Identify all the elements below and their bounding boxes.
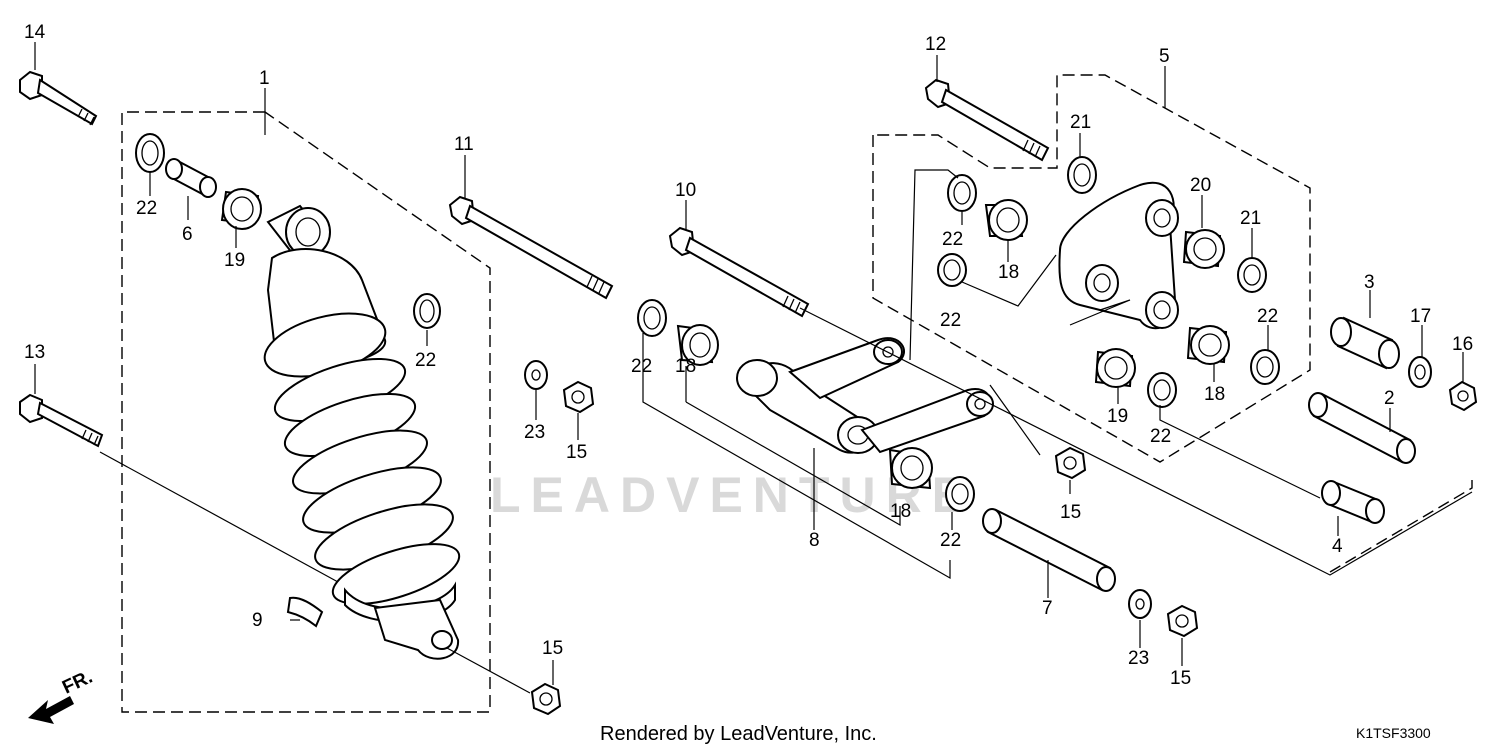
callout-19: 19 — [1107, 406, 1128, 427]
bearing-18-lower — [888, 447, 933, 490]
seal-22-left-mid — [637, 299, 667, 337]
washer-23-mid — [524, 360, 548, 390]
bolt-13 — [19, 393, 104, 448]
callout-18: 18 — [890, 501, 911, 522]
collar-4 — [1321, 480, 1385, 524]
nut-15-right — [1166, 604, 1199, 638]
callout-16: 16 — [1452, 334, 1473, 355]
collar-6 — [165, 158, 217, 198]
callout-18: 18 — [998, 262, 1019, 283]
callout-15: 15 — [1170, 668, 1191, 689]
callout-22: 22 — [940, 310, 961, 331]
bearing-18-left-mid — [676, 324, 719, 366]
callout-18: 18 — [1204, 384, 1225, 405]
callout-21: 21 — [1240, 208, 1261, 229]
link-8 — [736, 337, 994, 454]
nut-15-mid — [562, 380, 595, 414]
callout-10: 10 — [675, 180, 696, 201]
nut-16 — [1448, 380, 1478, 412]
nut-15-bottom — [530, 682, 562, 716]
callout-23: 23 — [524, 422, 545, 443]
rocker-arm-5 — [1058, 181, 1179, 330]
callout-8: 8 — [809, 530, 820, 551]
washer-17 — [1408, 356, 1432, 388]
callout-23: 23 — [1128, 648, 1149, 669]
seal-22-lower — [945, 476, 975, 512]
callout-22: 22 — [942, 229, 963, 250]
bearing-20 — [1182, 229, 1225, 269]
label-9 — [286, 596, 324, 628]
nut-15-link — [1054, 446, 1087, 480]
callout-6: 6 — [182, 224, 193, 245]
callout-2: 2 — [1384, 388, 1395, 409]
washer-23-right — [1128, 589, 1152, 619]
callout-labels: 14 1 22 6 19 13 22 9 15 11 23 15 10 22 1… — [24, 22, 1473, 689]
pipe-2 — [1308, 392, 1416, 464]
callout-12: 12 — [925, 34, 946, 55]
collar-3 — [1330, 316, 1400, 370]
bearing-19-shock — [220, 188, 262, 230]
seal-22-shock-top — [135, 133, 165, 173]
bolt-11 — [448, 195, 614, 300]
seal-22-arm-a — [947, 174, 977, 212]
bolt-14 — [19, 70, 98, 126]
callout-22: 22 — [1257, 306, 1278, 327]
shock-absorber-1 — [263, 204, 461, 660]
callout-22: 22 — [631, 356, 652, 377]
group-box-shock — [121, 111, 491, 713]
callout-19: 19 — [224, 250, 245, 271]
callout-14: 14 — [24, 22, 46, 43]
callout-22: 22 — [415, 350, 436, 371]
group-box-arm — [872, 74, 1311, 463]
callout-1: 1 — [259, 68, 270, 89]
watermark: LEADVENTURE — [490, 467, 975, 523]
group-box-rods — [1329, 480, 1473, 573]
callout-20: 20 — [1190, 175, 1211, 196]
callout-5: 5 — [1159, 46, 1170, 67]
pipe-7 — [982, 508, 1116, 592]
seal-21-arm-right — [1237, 257, 1267, 293]
callout-4: 4 — [1332, 536, 1343, 557]
callout-3: 3 — [1364, 272, 1375, 293]
diagram-code: K1TSF3300 — [1356, 725, 1431, 741]
callout-15: 15 — [542, 638, 563, 659]
front-direction-arrow: FR. — [28, 667, 96, 724]
seal-22-arm-b — [937, 253, 967, 287]
callout-11: 11 — [454, 134, 474, 155]
callout-9: 9 — [252, 610, 263, 631]
callout-22: 22 — [940, 530, 961, 551]
callout-15: 15 — [1060, 502, 1081, 523]
leader-lines — [34, 42, 1473, 694]
direction-label: FR. — [59, 667, 96, 699]
bearing-18-arm-b — [1186, 325, 1230, 365]
seal-22-arm-right — [1250, 349, 1280, 385]
bearing-19-arm — [1094, 348, 1136, 388]
seal-21-arm-top — [1067, 156, 1097, 194]
callout-15: 15 — [566, 442, 587, 463]
rendered-by-footer: Rendered by LeadVenture, Inc. — [600, 723, 877, 745]
bearing-18-arm-a — [984, 199, 1028, 241]
callout-17: 17 — [1410, 306, 1431, 327]
bolt-12 — [924, 78, 1050, 162]
callout-13: 13 — [24, 342, 45, 363]
callout-18: 18 — [675, 356, 696, 377]
callout-21: 21 — [1070, 112, 1091, 133]
bolt-10 — [668, 226, 810, 318]
seal-22-arm-bottom — [1147, 372, 1177, 408]
seal-22-shock-mid — [413, 293, 441, 329]
callout-22: 22 — [136, 198, 157, 219]
callout-22: 22 — [1150, 426, 1171, 447]
callout-7: 7 — [1042, 598, 1053, 619]
